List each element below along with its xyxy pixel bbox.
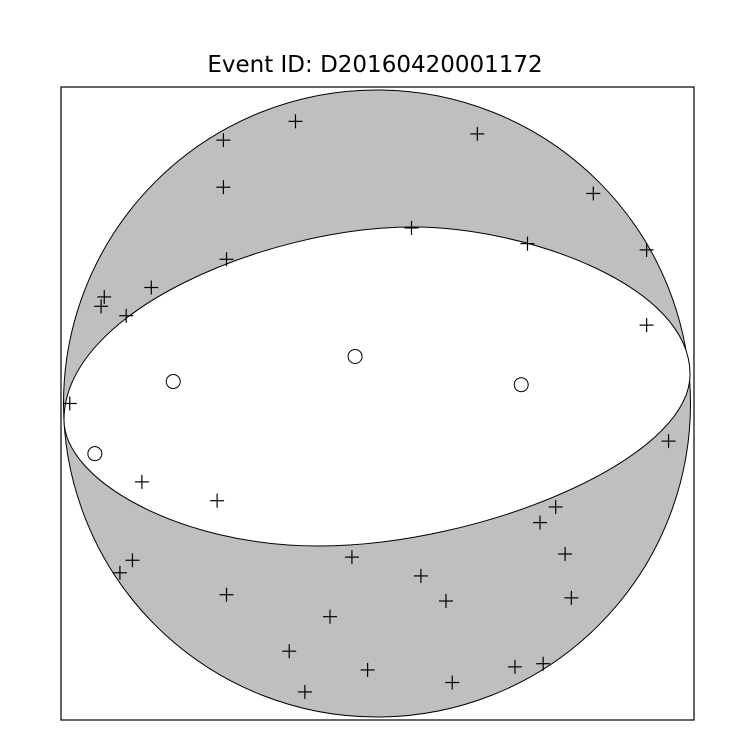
compression-marker (344, 550, 359, 565)
compression-marker (413, 568, 428, 583)
compression-marker (97, 289, 112, 304)
compression-marker (404, 220, 419, 235)
polarity-markers (62, 114, 676, 699)
compression-marker (216, 133, 231, 148)
compression-marker (536, 656, 551, 671)
compression-marker (507, 659, 522, 674)
compression-marker (94, 299, 109, 314)
compression-marker (445, 675, 460, 690)
compression-marker (297, 684, 312, 699)
dilatation-marker (347, 348, 363, 364)
compression-marker (288, 114, 303, 129)
compression-marker (322, 609, 337, 624)
dilatational-quadrant (63, 226, 691, 547)
compression-marker (533, 515, 548, 530)
compression-marker (360, 662, 375, 677)
compression-marker (470, 126, 485, 141)
compression-marker (144, 280, 159, 295)
figure-title: Event ID: D20160420001172 (207, 52, 543, 78)
compression-marker (520, 236, 535, 251)
compression-marker (548, 499, 563, 514)
compression-marker (564, 590, 579, 605)
plot-frame (60, 86, 695, 721)
dilatation-marker (513, 377, 529, 393)
dilatation-marker (87, 446, 103, 462)
compression-marker (210, 493, 225, 508)
compression-marker (586, 186, 601, 201)
compression-marker (219, 587, 234, 602)
compression-marker (558, 546, 573, 561)
compression-marker (282, 644, 297, 659)
compression-marker (661, 434, 676, 449)
compression-marker (62, 396, 77, 411)
compression-marker (134, 474, 149, 489)
compression-marker (639, 242, 654, 257)
compression-marker (119, 308, 134, 323)
compression-marker (219, 252, 234, 267)
compression-marker (639, 318, 654, 333)
dilatation-marker (165, 374, 181, 390)
compression-marker (216, 180, 231, 195)
compression-marker (438, 594, 453, 609)
compression-marker (125, 553, 140, 568)
compression-marker (112, 565, 127, 580)
